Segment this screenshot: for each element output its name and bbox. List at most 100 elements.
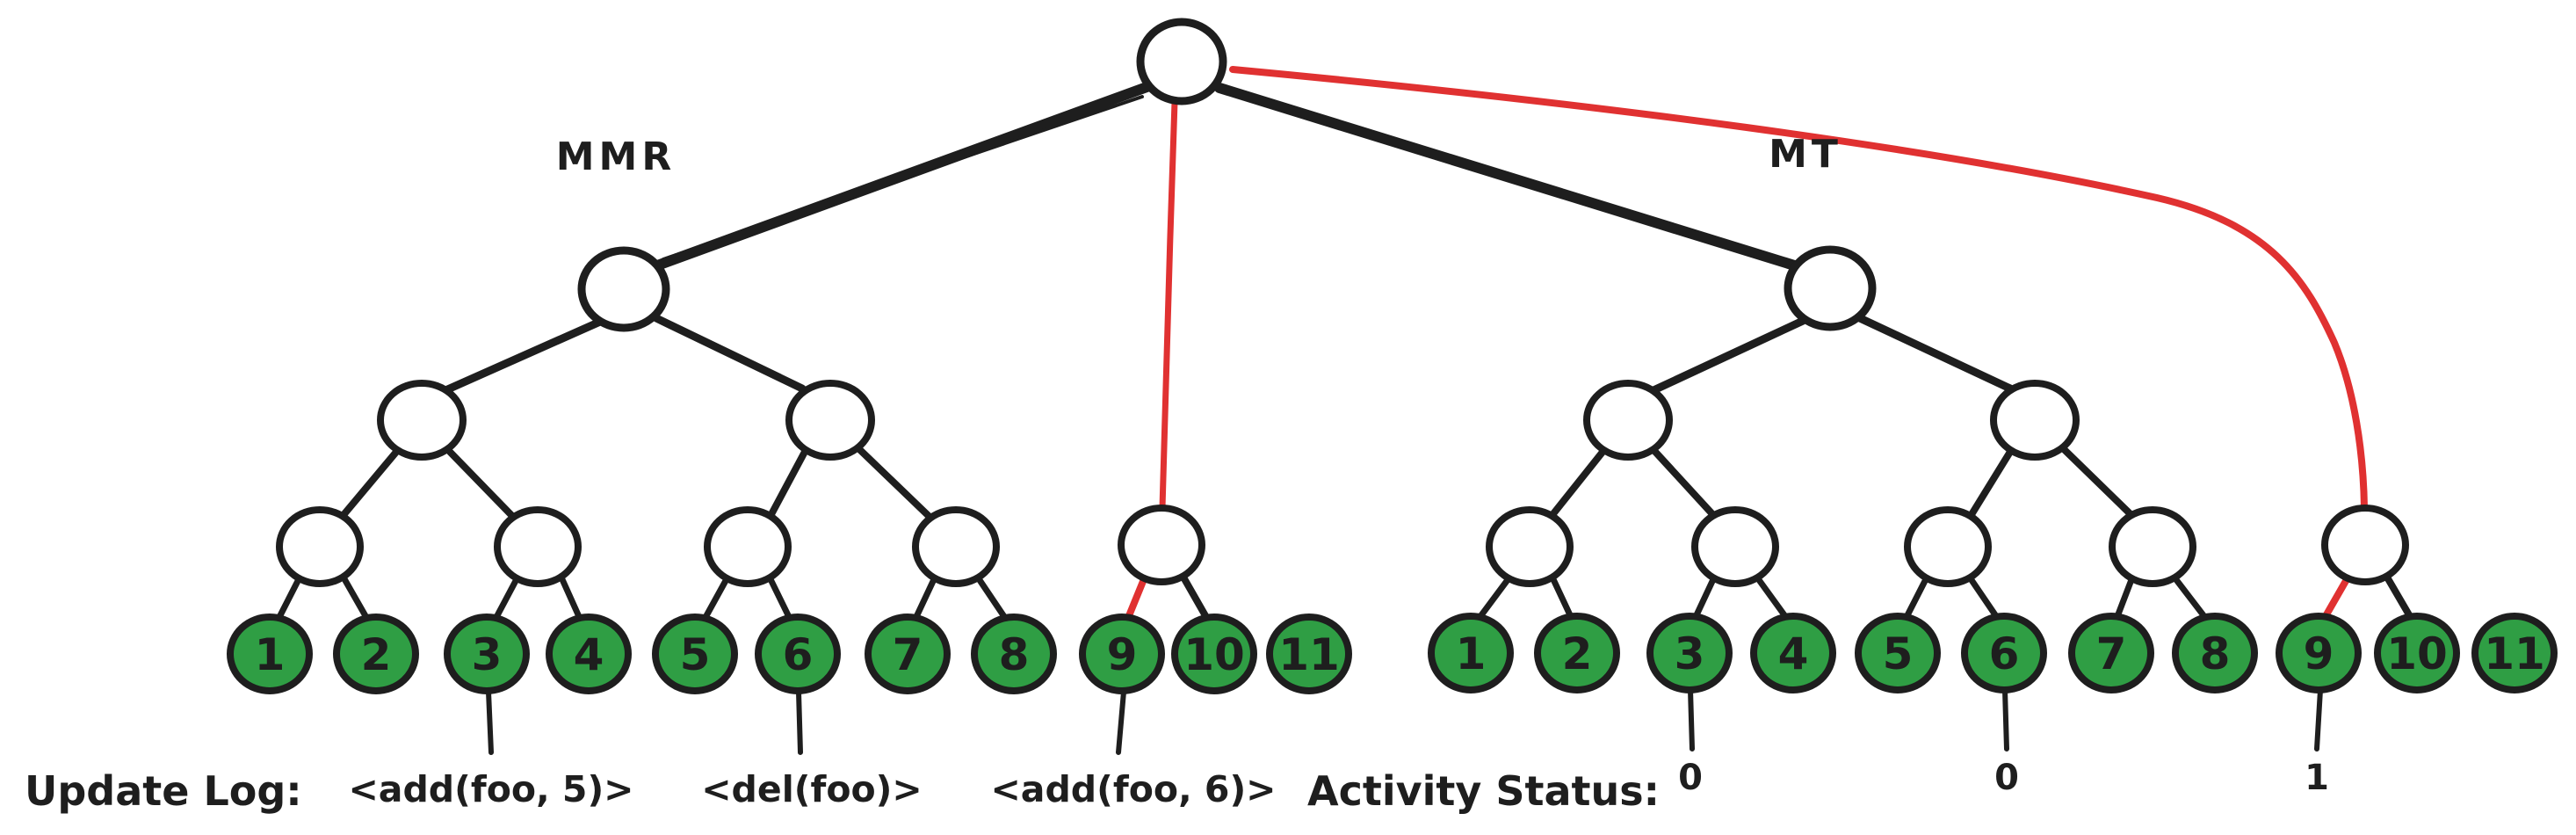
mmr-edge-l2r-n78 <box>857 447 932 519</box>
mt-leaf-3-label: 3 <box>1675 628 1705 679</box>
mmr-edge-l2l-n34 <box>446 448 516 519</box>
update-log-entry-2: <del(foo)> <box>701 768 923 810</box>
edge-root-to-mt-root <box>1214 83 1808 273</box>
mt-leaf-2-label: 2 <box>1562 628 1593 679</box>
mt-leaf-5-label: 5 <box>1883 628 1914 679</box>
mt-leaf-7 <box>2068 613 2154 693</box>
mmr-node-56 <box>704 506 792 587</box>
mmr-node-78 <box>912 506 1000 587</box>
activity-status-value-3: 1 <box>2305 758 2329 798</box>
mt-edge-n910-leaf10 <box>2383 572 2414 621</box>
mt-leaf-2 <box>1534 613 1620 693</box>
mmr-leaf-8 <box>971 614 1057 694</box>
mmr-edge-n12-leaf2 <box>340 574 372 624</box>
mmr-leaf-6-label: 6 <box>783 629 814 680</box>
red-link-mt-node910-to-leaf9 <box>2322 571 2353 620</box>
mmr-leaf-7-label: 7 <box>893 629 923 680</box>
edge-root-to-mmr-subroot-sketch <box>662 95 1144 261</box>
mt-node-56 <box>1904 506 1992 587</box>
mt-edge-n56-leaf5 <box>1902 574 1930 622</box>
mt-edge-l2r-n78 <box>2061 447 2136 519</box>
mmr-node-l2-left <box>377 380 467 461</box>
mmr-leaf-10-label: 10 <box>1183 629 1245 680</box>
mmr-node-l1 <box>577 246 670 332</box>
mmr-leaf9-stem <box>1116 689 1126 755</box>
mt-leaf-10-label: 10 <box>2386 628 2448 679</box>
mt-leaf-4-label: 4 <box>1778 628 1809 679</box>
mmr-leaf-4 <box>546 614 632 694</box>
activity-status-value-1: 0 <box>1678 758 1703 798</box>
activity-status-value-2: 0 <box>1994 758 2019 798</box>
mt-node-l2-right <box>1990 380 2080 461</box>
mt-node-34 <box>1691 506 1779 587</box>
mmr-edge-l1-l2l <box>439 317 604 396</box>
annotation-stems <box>486 687 2323 755</box>
mmr-edge-n78-leaf7 <box>911 574 938 624</box>
mt-leaf-7-label: 7 <box>2096 628 2127 679</box>
mt-edge-n56-leaf6 <box>1966 574 2001 622</box>
mt-tree-leaves: 1 2 3 4 5 6 7 8 9 10 11 <box>1428 613 2558 693</box>
red-links <box>1125 66 2368 621</box>
mmr-leaf3-stem <box>486 689 494 755</box>
mt-leaf-8-label: 8 <box>2200 628 2231 679</box>
mt-edge-l1-l2r <box>1856 314 2015 393</box>
mt-leaf-11-label: 11 <box>2484 628 2545 679</box>
mmr-edge-n34-leaf3 <box>491 574 521 624</box>
root-node <box>1136 18 1227 105</box>
mt-edge-n12-leaf2 <box>1549 574 1575 622</box>
mmr-leaf-8-label: 8 <box>999 629 1030 680</box>
mmr-node-910 <box>1118 505 1205 585</box>
mmr-tree-leaves: 1 2 3 4 5 6 7 8 9 10 11 <box>227 614 1352 694</box>
mt-leaf-1-label: 1 <box>1456 628 1487 679</box>
mt-edge-l2l-n34 <box>1652 448 1718 519</box>
mmr-edge-n910-leaf10 <box>1179 572 1211 622</box>
mmr-leaf-5 <box>652 614 738 694</box>
mmr-node-34 <box>494 506 582 587</box>
update-log-entry-1: <add(foo, 5)> <box>348 768 633 810</box>
mmr-leaf-2 <box>333 614 419 694</box>
mt-node-l1 <box>1784 245 1877 331</box>
mt-node-78 <box>2109 506 2196 587</box>
mmr-node-12 <box>276 506 364 587</box>
mmr-edges <box>274 314 1211 624</box>
mt-leaf-6-label: 6 <box>1989 628 2020 679</box>
mmr-edge-n34-leaf4 <box>558 574 584 624</box>
red-link-mmr-node910-to-leaf9 <box>1125 571 1149 621</box>
mt-node-l2-left <box>1583 380 1673 461</box>
mmr-leaf-3-label: 3 <box>472 629 503 680</box>
update-log-label: Update Log: <box>25 767 302 815</box>
update-log-entry-3: <add(foo, 6)> <box>990 768 1276 810</box>
mt-edge-n78-leaf8 <box>2171 574 2210 622</box>
mt-leaf-5 <box>1855 613 1941 693</box>
mmr-edge-l2r-n56 <box>767 448 808 519</box>
mmr-leaf-11 <box>1266 614 1352 694</box>
mt-leaf-11 <box>2471 613 2558 693</box>
internal-nodes <box>276 18 2409 587</box>
mt-edges <box>1475 314 2414 622</box>
mt-leaf-10 <box>2374 613 2460 693</box>
mt-edge-n34-leaf4 <box>1754 574 1791 622</box>
mmr-tree-label: MMR <box>556 134 676 179</box>
mt-leaf-8 <box>2172 613 2258 693</box>
mt-edge-l1-l2l <box>1647 316 1807 396</box>
mt-leaf-1 <box>1428 613 1514 693</box>
mmr-leaf-5-label: 5 <box>680 629 711 680</box>
mt-edge-n12-leaf1 <box>1475 574 1513 622</box>
mt-leaf9-stem <box>2314 687 2323 752</box>
mmr-leaf-4-label: 4 <box>574 629 604 680</box>
red-link-root-to-mt-node910 <box>1229 66 2368 511</box>
mmr-edge-n56-leaf6 <box>766 574 794 624</box>
mt-edge-n34-leaf3 <box>1691 574 1718 622</box>
mt-edge-l2l-n12 <box>1548 447 1607 519</box>
mt-edge-l2r-n56 <box>1967 448 2014 519</box>
mt-tree-label: MT <box>1769 132 1842 177</box>
root-edges <box>645 81 1808 273</box>
mmr-leaf-9-label: 9 <box>1107 629 1138 680</box>
mmr-leaf-2-label: 2 <box>361 629 392 680</box>
activity-status-label: Activity Status: <box>1307 767 1660 815</box>
mmr-leaf-7 <box>865 614 951 694</box>
mmr-leaf6-stem <box>796 689 803 755</box>
mt-node-12 <box>1486 506 1574 587</box>
